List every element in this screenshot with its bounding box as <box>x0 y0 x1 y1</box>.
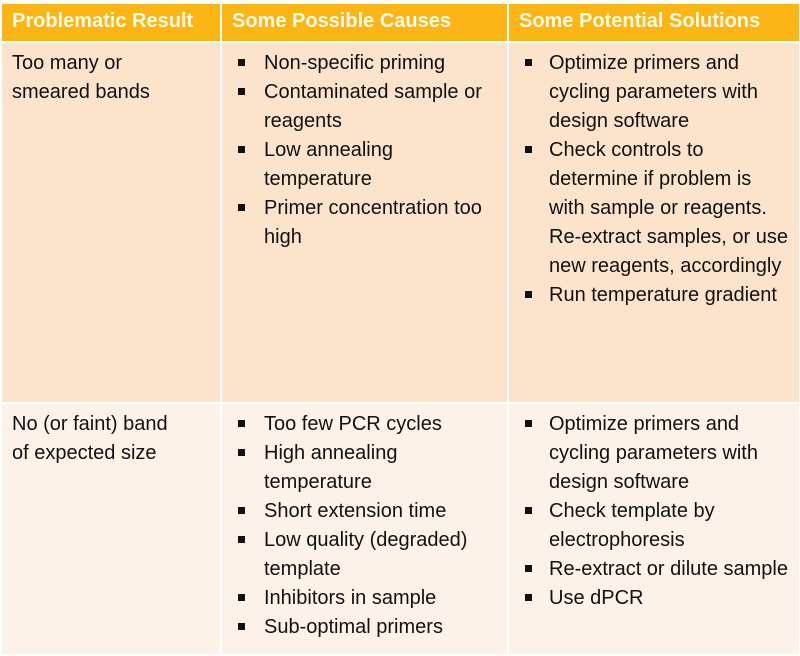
cause-item: Low quality (degraded) template <box>232 526 499 584</box>
solution-item: Re-extract or dilute sample <box>519 555 791 584</box>
square-bullet-icon <box>525 291 532 298</box>
row2-result-line: of expected size <box>12 442 157 464</box>
square-bullet-icon <box>525 507 532 514</box>
square-bullet-icon <box>525 565 532 572</box>
header-problematic-result: Problematic Result <box>2 4 220 41</box>
cause-item: Short extension time <box>232 497 499 526</box>
solution-item: Run temperature gradient <box>519 281 791 310</box>
square-bullet-icon <box>238 536 245 543</box>
square-bullet-icon <box>525 59 532 66</box>
cause-item: Contaminated sample or reagents <box>232 78 499 136</box>
cause-item: Primer concentration too high <box>232 194 499 252</box>
pcr-troubleshooting-table: Problematic Result Some Possible Causes … <box>2 4 799 654</box>
square-bullet-icon <box>238 449 245 456</box>
row2-solutions-cell: Optimize primers and cycling parameters … <box>509 404 799 654</box>
row2-result-line: No (or faint) band <box>12 413 168 435</box>
header-potential-solutions: Some Potential Solutions <box>509 4 799 41</box>
square-bullet-icon <box>525 146 532 153</box>
square-bullet-icon <box>525 420 532 427</box>
square-bullet-icon <box>238 88 245 95</box>
row1-result-line: smeared bands <box>12 81 150 103</box>
square-bullet-icon <box>238 59 245 66</box>
solution-item: Check template by electrophoresis <box>519 497 791 555</box>
header-possible-causes: Some Possible Causes <box>222 4 507 41</box>
solution-item: Optimize primers and cycling parameters … <box>519 49 791 136</box>
cause-item: Too few PCR cycles <box>232 410 499 439</box>
cause-item: Low annealing temperature <box>232 136 499 194</box>
row1-solutions-cell: Optimize primers and cycling parameters … <box>509 43 799 402</box>
cause-item: Sub-optimal primers <box>232 613 499 642</box>
cause-item: Non-specific priming <box>232 49 499 78</box>
row1-causes-cell: Non-specific priming Contaminated sample… <box>222 43 507 402</box>
cause-item: High annealing temperature <box>232 439 499 497</box>
row2-result-cell: No (or faint) band of expected size <box>2 404 220 654</box>
row1-result-line: Too many or <box>12 52 123 74</box>
square-bullet-icon <box>238 146 245 153</box>
row2-causes-cell: Too few PCR cycles High annealing temper… <box>222 404 507 654</box>
square-bullet-icon <box>238 204 245 211</box>
solution-item: Check controls to determine if problem i… <box>519 136 791 281</box>
row1-result-cell: Too many or smeared bands <box>2 43 220 402</box>
solution-item: Optimize primers and cycling parameters … <box>519 410 791 497</box>
square-bullet-icon <box>525 594 532 601</box>
square-bullet-icon <box>238 594 245 601</box>
solution-item: Use dPCR <box>519 584 791 613</box>
square-bullet-icon <box>238 420 245 427</box>
cause-item: Inhibitors in sample <box>232 584 499 613</box>
square-bullet-icon <box>238 507 245 514</box>
square-bullet-icon <box>238 623 245 630</box>
